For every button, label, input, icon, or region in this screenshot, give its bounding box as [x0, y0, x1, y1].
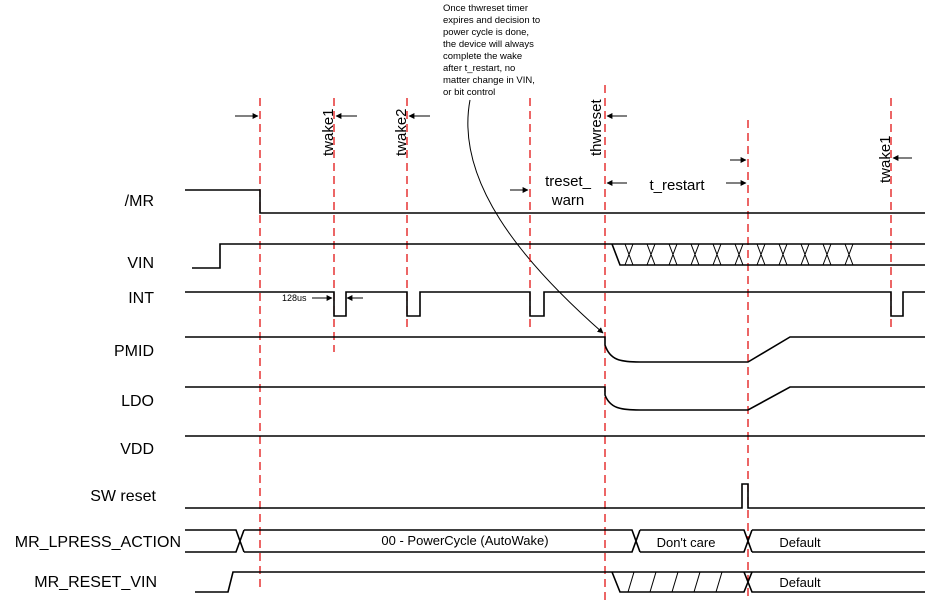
- trace-ldo: [185, 386, 925, 411]
- timer-label-twake1-a: twake1: [320, 108, 337, 156]
- bus-value-reset-vin-default: Default: [779, 575, 821, 590]
- signal-label-int: INT: [128, 290, 154, 307]
- signal-label-mr: /MR: [125, 193, 154, 210]
- timer-arrows: [235, 113, 912, 301]
- trace-vin: [192, 243, 925, 269]
- trace-mr: [185, 189, 925, 214]
- timer-label-t-restart: t_restart: [649, 177, 705, 194]
- bus-value-dont-care: Don't care: [657, 535, 716, 550]
- annotation-note: Once thwreset timer expires and decision…: [443, 3, 540, 98]
- bus-mr-reset-vin: [195, 571, 925, 593]
- timer-label-twake2: twake2: [393, 108, 410, 156]
- trace-int: [185, 291, 925, 317]
- signal-label-ldo: LDO: [121, 393, 154, 410]
- annotation-arrow: [467, 99, 604, 334]
- pulse-width-label: 128us: [282, 293, 307, 303]
- bus-mr-lpress-action: [185, 529, 925, 553]
- bus-value-powercycle: 00 - PowerCycle (AutoWake): [381, 533, 548, 548]
- timer-label-treset-warn-1: treset_: [545, 173, 592, 190]
- annotation-line-2: expires and decision to: [443, 15, 540, 26]
- trace-sw-reset: [185, 483, 925, 509]
- annotation-line-1: Once thwreset timer: [443, 3, 528, 14]
- trace-pmid: [185, 336, 925, 363]
- event-markers: [259, 85, 892, 600]
- annotation-line-3: power cycle is done,: [443, 27, 529, 38]
- signal-label-vdd: VDD: [120, 441, 154, 458]
- annotation-line-7: matter change in VIN,: [443, 75, 535, 86]
- signal-label-mr-lpress-action: MR_LPRESS_ACTION: [15, 534, 181, 551]
- timer-label-treset-warn-2: warn: [551, 192, 585, 209]
- annotation-line-5: complete the wake: [443, 51, 522, 62]
- bus-value-lpress-default: Default: [779, 535, 821, 550]
- annotation-line-4: the device will always: [443, 39, 534, 50]
- annotation-line-8: or bit control: [443, 87, 495, 98]
- signal-label-mr-reset-vin: MR_RESET_VIN: [34, 574, 157, 591]
- timer-label-thwreset: thwreset: [588, 98, 605, 156]
- signal-label-vin: VIN: [127, 255, 154, 272]
- signal-label-sw-reset: SW reset: [90, 488, 156, 505]
- annotation-line-6: after t_restart, no: [443, 63, 515, 74]
- signal-label-pmid: PMID: [114, 343, 154, 360]
- timer-label-twake1-b: twake1: [877, 135, 894, 183]
